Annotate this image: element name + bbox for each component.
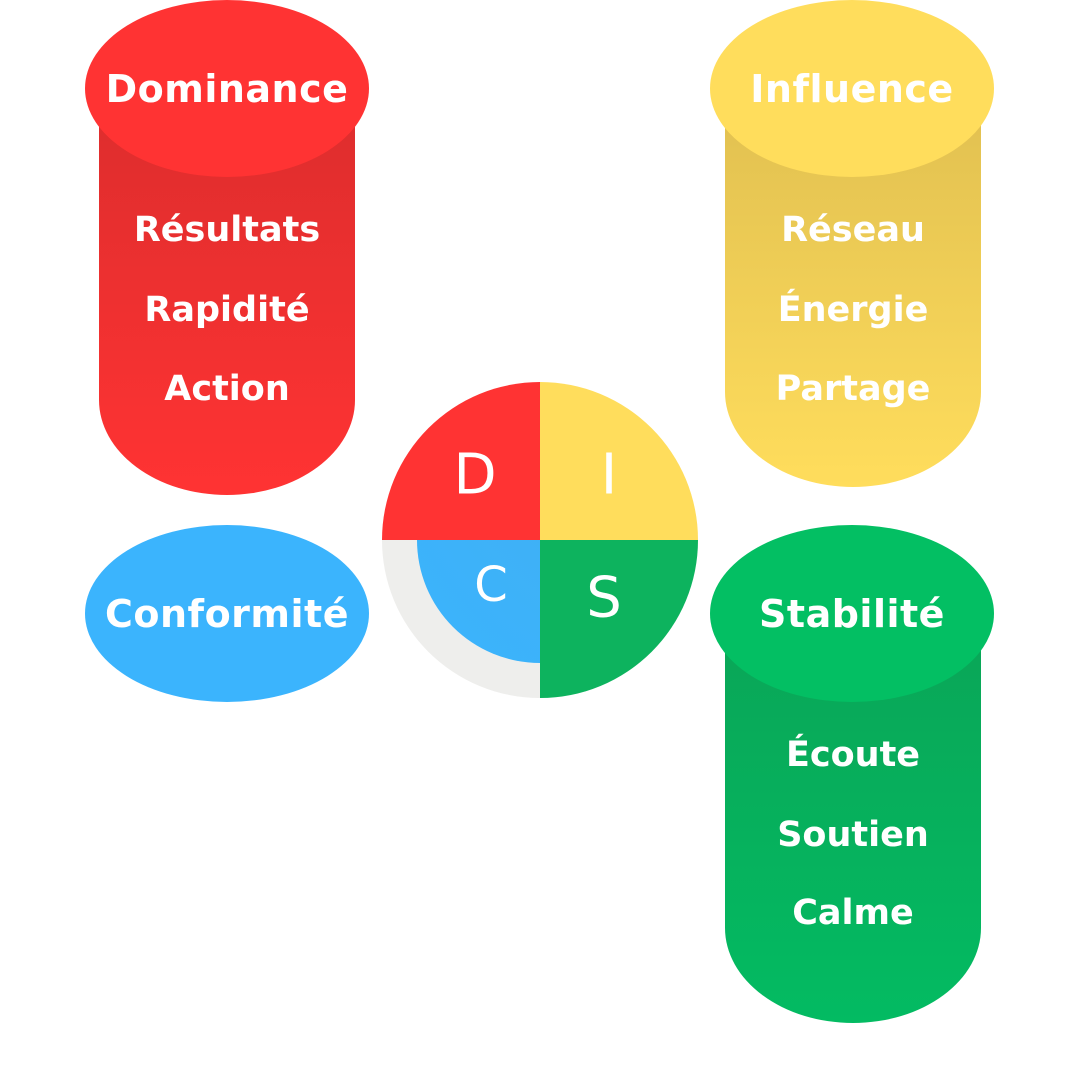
letter-c: C: [474, 557, 508, 613]
influence-item: Énergie: [777, 290, 929, 330]
stability-item: Soutien: [777, 815, 929, 855]
letter-d: D: [453, 442, 497, 508]
quadrant-i: [540, 382, 698, 540]
influence-item: Partage: [775, 369, 931, 409]
stability-item: Écoute: [785, 735, 921, 775]
stability-item: Calme: [792, 893, 914, 933]
conformity-title: Conformité: [85, 525, 369, 702]
disc-wheel: D I C S: [382, 382, 698, 698]
dominance-item: Action: [164, 369, 290, 409]
stability-title: Stabilité: [710, 525, 994, 702]
dominance-title: Dominance: [85, 0, 369, 177]
dominance-item: Rapidité: [144, 290, 310, 330]
influence-title: Influence: [710, 0, 994, 177]
quadrant-d: [382, 382, 540, 540]
letter-i: I: [600, 442, 618, 508]
quadrant-s: [540, 540, 698, 698]
dominance-item: Résultats: [133, 210, 321, 250]
letter-s: S: [586, 565, 622, 631]
influence-item: Réseau: [781, 210, 925, 250]
